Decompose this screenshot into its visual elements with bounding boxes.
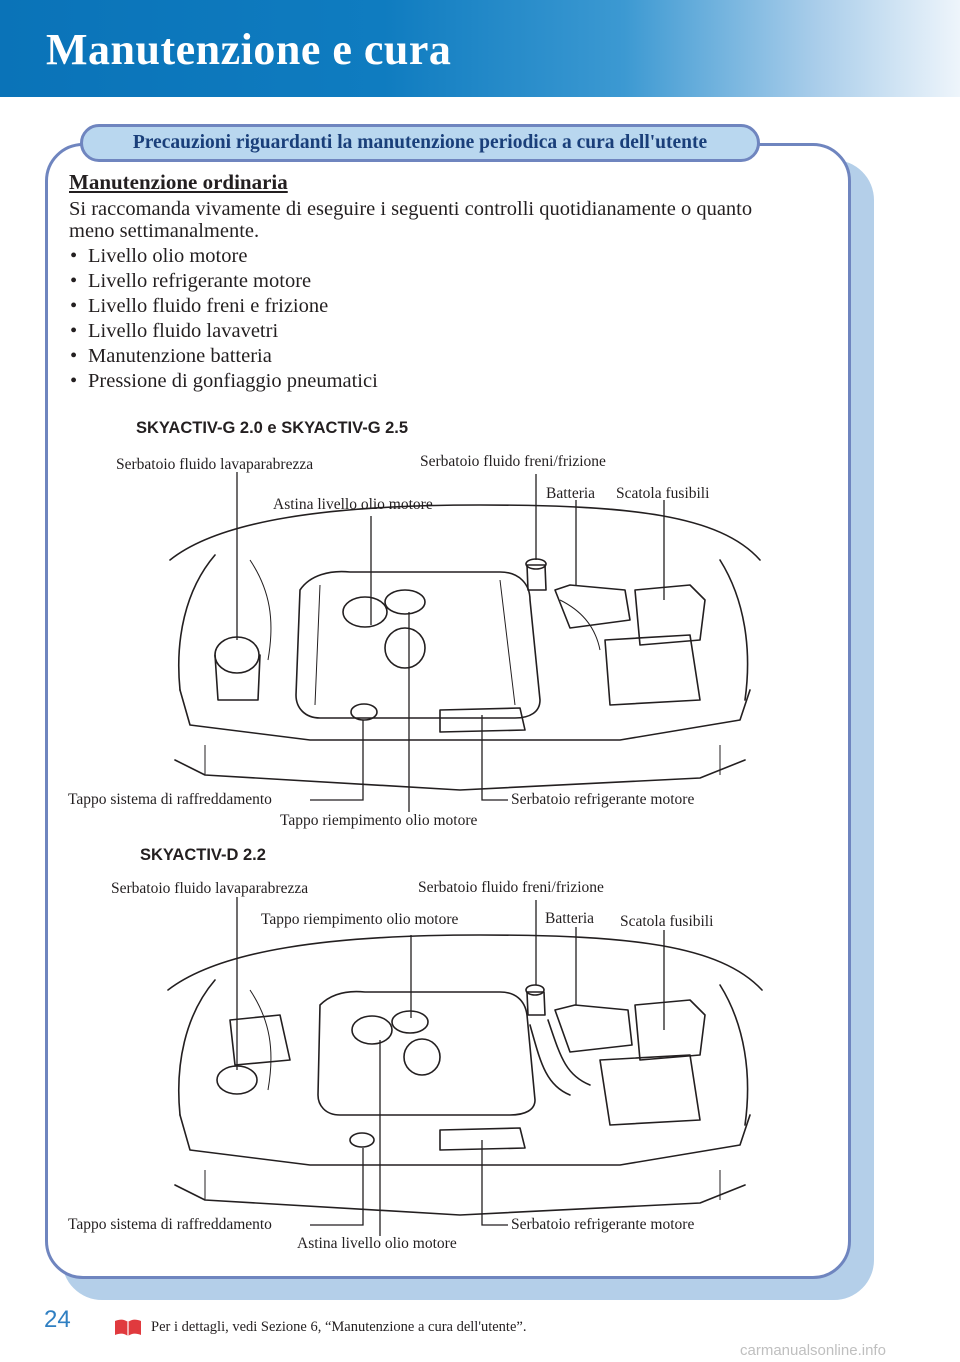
list-item: Livello olio motore: [69, 244, 378, 269]
list-item: Livello fluido lavavetri: [69, 319, 378, 344]
list-item: Livello refrigerante motore: [69, 269, 378, 294]
label-brake-reservoir: Serbatoio fluido freni/frizione: [420, 453, 606, 470]
list-item: Livello fluido freni e frizione: [69, 294, 378, 319]
label-coolant-reservoir: Serbatoio refrigerante motore: [511, 791, 695, 808]
page-header: Manutenzione e cura: [0, 0, 960, 97]
section-tab-title: Precauzioni riguardanti la manutenzione …: [80, 124, 760, 162]
label-oil-dipstick: Astina livello olio motore: [273, 496, 433, 513]
label-oil-dipstick: Astina livello olio motore: [297, 1235, 457, 1252]
checklist: Livello olio motore Livello refrigerante…: [69, 244, 378, 394]
label-radiator-cap: Tappo sistema di raffreddamento: [68, 1216, 272, 1233]
label-fuse-box: Scatola fusibili: [620, 913, 714, 930]
page-number: 24: [44, 1306, 71, 1333]
page-title: Manutenzione e cura: [46, 25, 452, 74]
label-brake-reservoir: Serbatoio fluido freni/frizione: [418, 879, 604, 896]
label-radiator-cap: Tappo sistema di raffreddamento: [68, 791, 272, 808]
label-battery: Batteria: [546, 485, 596, 502]
label-washer-reservoir: Serbatoio fluido lavaparabrezza: [116, 456, 314, 473]
section-heading: Manutenzione ordinaria: [69, 170, 288, 194]
label-fuse-box: Scatola fusibili: [616, 485, 710, 502]
book-icon: [115, 1319, 141, 1336]
diagram2-title: SKYACTIV-D 2.2: [140, 846, 266, 864]
label-washer-reservoir: Serbatoio fluido lavaparabrezza: [111, 880, 309, 897]
footnote-reference: Per i dettagli, vedi Sezione 6, “Manuten…: [151, 1319, 527, 1335]
list-item: Pressione di gonfiaggio pneumatici: [69, 369, 378, 394]
watermark: carmanualsonline.info: [740, 1342, 886, 1359]
intro-text: Si raccomanda vivamente di eseguire i se…: [69, 198, 753, 242]
list-item: Manutenzione batteria: [69, 344, 378, 369]
label-oil-filler-cap: Tappo riempimento olio motore: [261, 911, 459, 928]
label-coolant-reservoir: Serbatoio refrigerante motore: [511, 1216, 695, 1233]
label-oil-filler-cap: Tappo riempimento olio motore: [280, 812, 478, 829]
diagram1-title: SKYACTIV-G 2.0 e SKYACTIV-G 2.5: [136, 419, 409, 437]
label-battery: Batteria: [545, 910, 595, 927]
